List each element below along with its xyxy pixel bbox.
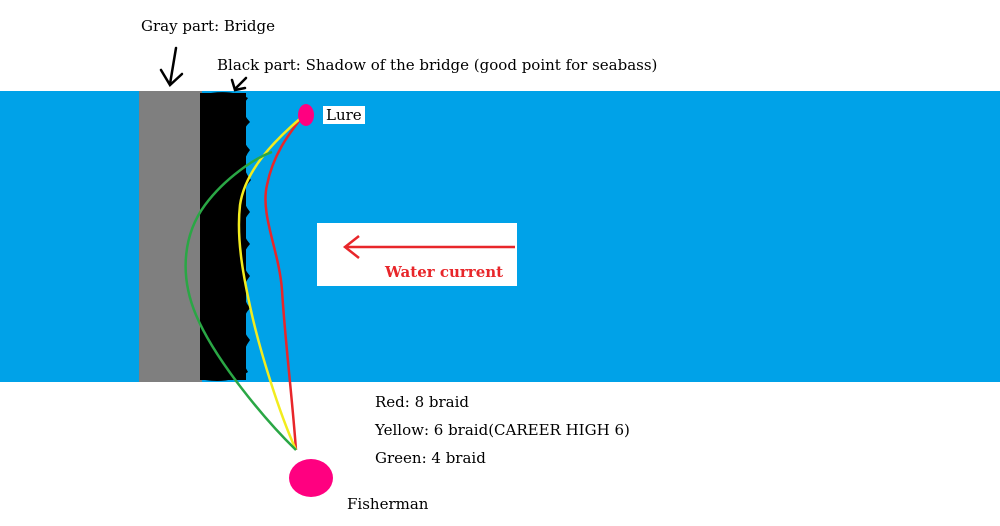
bridge	[139, 91, 202, 382]
line-yellow-6-braid	[237, 116, 303, 451]
fisherman	[289, 459, 333, 497]
lure-label: Lure	[323, 106, 365, 124]
shadow-pointer-arrow	[230, 76, 248, 92]
fisherman-label: Fisherman	[347, 495, 429, 513]
lure	[298, 104, 314, 126]
shadow-label: Black part: Shadow of the bridge (good p…	[217, 56, 658, 74]
line-red-8-braid	[264, 116, 303, 451]
water-current-label: Water current	[385, 263, 504, 281]
legend-green: Green: 4 braid	[375, 449, 486, 467]
bridge-pointer-arrow	[159, 46, 184, 87]
line-green-4-braid	[184, 150, 297, 451]
legend-red: Red: 8 braid	[375, 393, 470, 411]
water-current-box: Water current	[317, 223, 517, 286]
bridge-label: Gray part: Bridge	[141, 17, 275, 35]
water-current-arrow	[342, 235, 515, 259]
legend-yellow: Yellow: 6 braid(CAREER HIGH 6)	[375, 421, 630, 439]
